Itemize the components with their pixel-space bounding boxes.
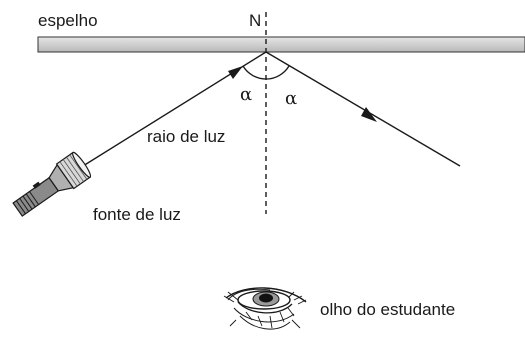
angle-arc-reflection bbox=[265, 65, 290, 80]
angle-arc-incidence bbox=[242, 65, 267, 80]
reflected-ray-arrow bbox=[361, 107, 377, 122]
eye-icon bbox=[223, 287, 307, 330]
eye-label: olho do estudante bbox=[320, 300, 456, 319]
ray-label: raio de luz bbox=[147, 127, 226, 146]
reflected-ray bbox=[265, 51, 461, 167]
angle-incidence-label: α bbox=[240, 84, 253, 105]
mirror-label: espelho bbox=[38, 11, 98, 30]
mirror bbox=[37, 36, 525, 53]
flashlight-icon bbox=[12, 151, 92, 217]
incident-ray-arrow bbox=[228, 66, 243, 79]
source-label: fonte de luz bbox=[93, 205, 181, 224]
normal-label: N bbox=[249, 11, 262, 30]
angle-reflection-label: α bbox=[285, 88, 298, 109]
